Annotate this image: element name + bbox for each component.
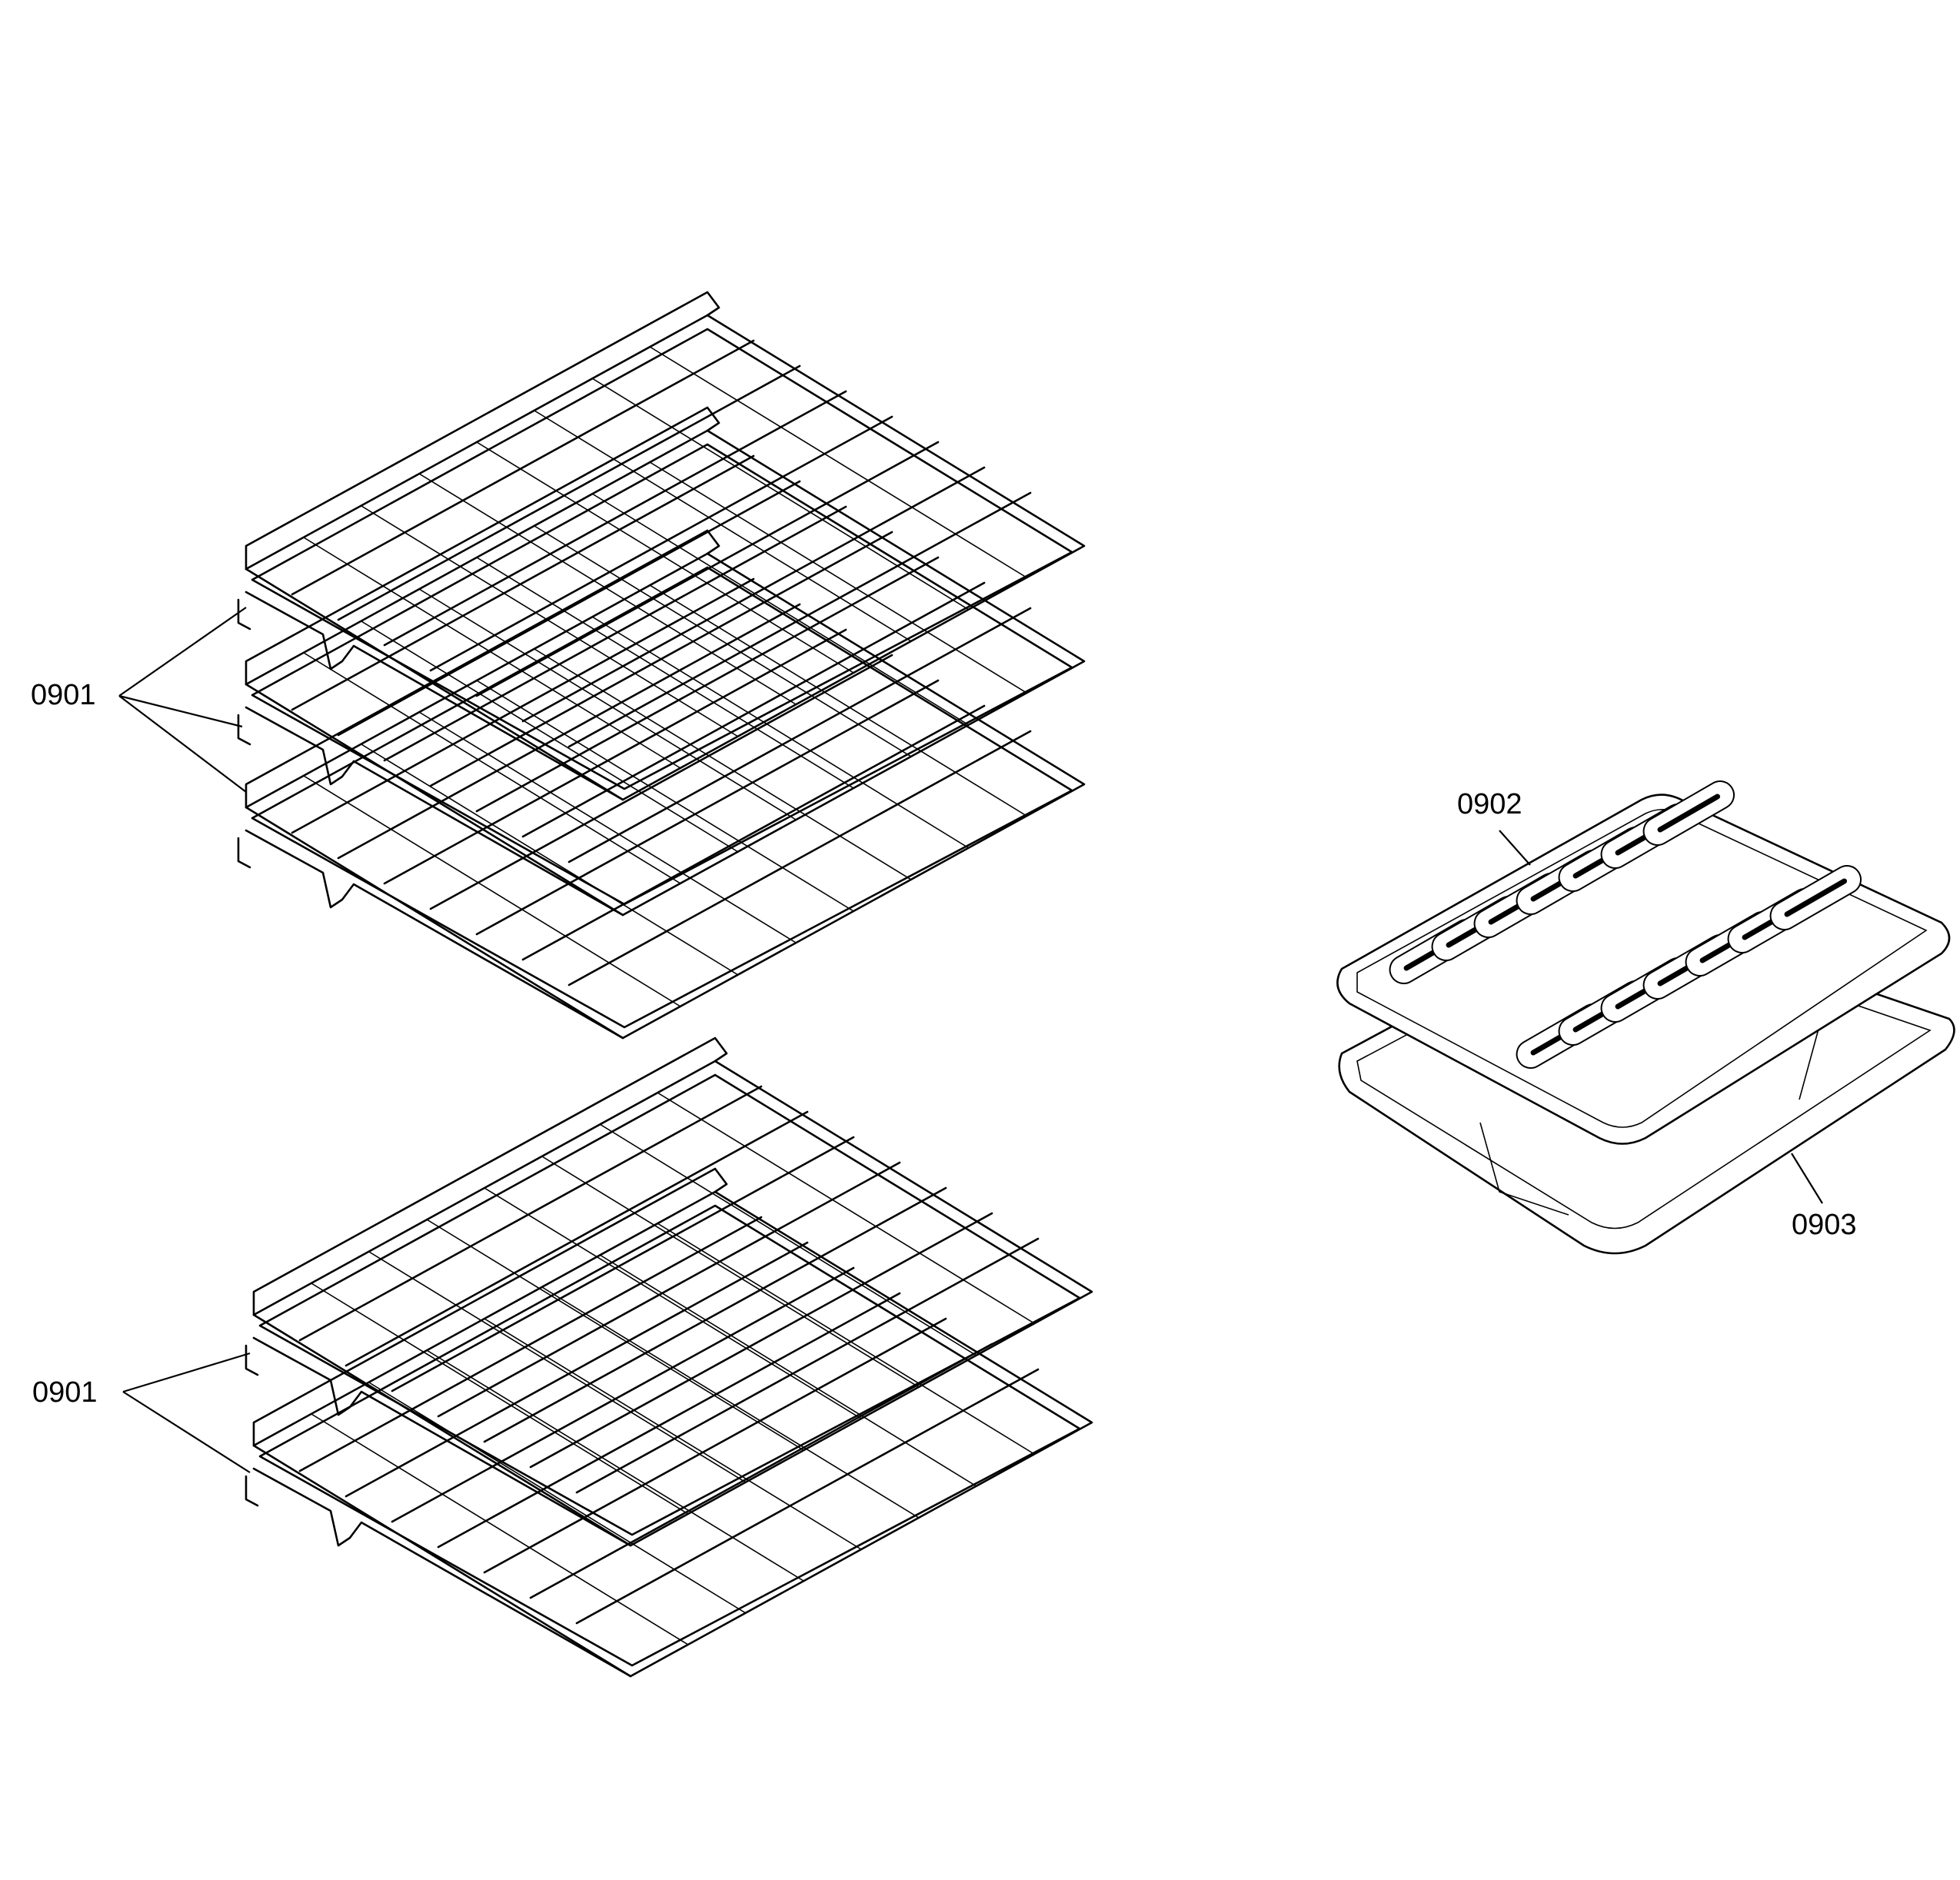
leader-lines [118, 607, 1823, 1473]
oven-rack-4 [245, 1036, 1093, 1547]
leader-0901-upper-2 [118, 694, 243, 728]
upper-rack-group [237, 291, 1086, 1040]
leader-0901-lower-1 [122, 1352, 251, 1393]
lower-rack-group [245, 1036, 1093, 1678]
label-0903: 0903 [1792, 1209, 1857, 1241]
leader-0901-lower-2 [122, 1391, 251, 1473]
oven-rack-5 [245, 1167, 1093, 1678]
leader-0903 [1791, 1153, 1823, 1204]
oven-rack-1 [237, 291, 1086, 801]
oven-rack-3 [237, 529, 1086, 1040]
label-0902: 0902 [1457, 788, 1522, 820]
broiler-grid [1336, 780, 1951, 1145]
leader-0902 [1499, 830, 1531, 866]
oven-rack-2 [237, 406, 1086, 917]
grid-slots [1389, 780, 1862, 1069]
leader-0901-upper-1 [118, 607, 247, 697]
leader-0901-upper-3 [118, 695, 247, 793]
label-0901-lower: 0901 [32, 1376, 98, 1409]
part-labels: 0901 0901 0902 0903 [31, 679, 1857, 1409]
label-0901-upper: 0901 [31, 679, 96, 711]
